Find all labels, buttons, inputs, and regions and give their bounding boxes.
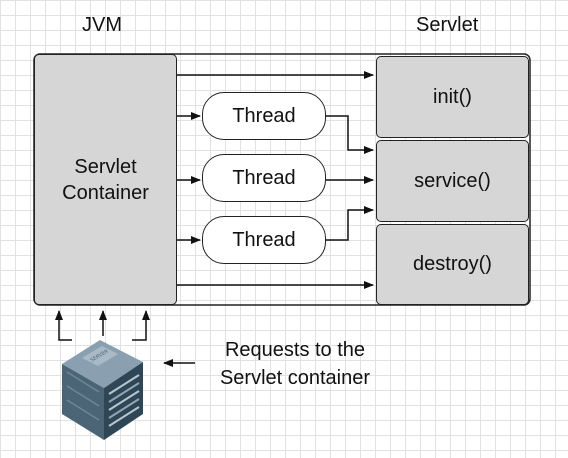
requests-note: Requests to the Servlet container [200,336,390,392]
requests-line1: Requests to the [224,339,366,361]
servlet-label: Servlet [416,14,479,36]
method-init: init() [376,56,529,138]
jvm-label: JVM [82,14,122,36]
container-label-line1: Servlet [74,155,137,178]
arrow-thread-3-to-service [326,206,374,241]
container-label-line2: Container [62,181,149,204]
thread-1: Thread [202,92,326,140]
arrow-server-to-container-3 [132,310,150,341]
method-destroy: destroy() [376,224,529,305]
requests-line2: Servlet container [219,367,371,389]
server-icon: SERVER [62,340,143,440]
arrow-server-to-container-1 [55,310,72,341]
thread-2: Thread [202,154,326,202]
servlet-container-box: Servlet Container [34,54,177,305]
method-service: service() [376,140,529,222]
thread-3: Thread [202,216,326,264]
arrow-thread-1-to-service [326,115,374,154]
